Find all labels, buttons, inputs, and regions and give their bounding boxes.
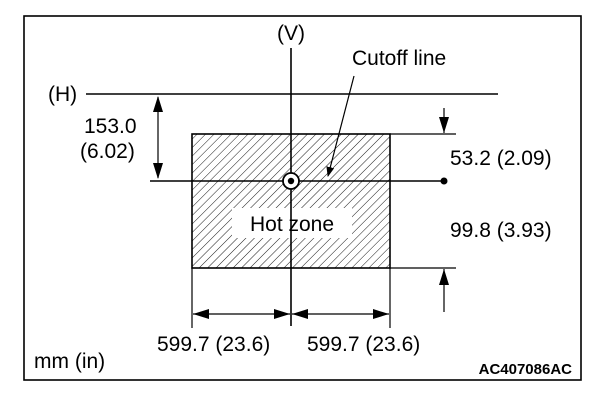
figure-code: AC407086AC <box>479 361 573 378</box>
dim-right-arrow-l <box>292 309 308 319</box>
dim-right-arrow-r <box>373 309 389 319</box>
cutoff-line-label: Cutoff line <box>352 47 446 70</box>
dim-53-arrow <box>439 117 449 133</box>
hot-zone-label-bg <box>232 208 352 238</box>
dim-153-inch: (6.02) <box>80 140 135 163</box>
dim-153-arrow-bottom <box>153 163 163 179</box>
dim-left-arrow-r <box>274 309 290 319</box>
right-dimension-dot <box>440 177 448 185</box>
outer-frame <box>23 15 582 381</box>
dim-left-width: 599.7 (23.6) <box>157 333 270 356</box>
dim-153-arrow-top <box>153 96 163 112</box>
dim-upper-zone: 53.2 (2.09) <box>450 147 552 170</box>
dim-99-arrow <box>439 269 449 285</box>
dim-right-width: 599.7 (23.6) <box>307 333 420 356</box>
hot-zone-label: Hot zone <box>250 213 334 236</box>
units-label: mm (in) <box>34 350 105 373</box>
cutoff-line-pointer <box>326 75 355 177</box>
vertical-axis-label: (V) <box>277 22 305 45</box>
dim-left-arrow-l <box>193 309 209 319</box>
dim-lower-zone: 99.8 (3.93) <box>450 219 552 242</box>
cutoff-point-inner <box>287 177 295 185</box>
horizontal-axis-label: (H) <box>48 83 77 106</box>
dim-153-value: 153.0 <box>84 115 137 138</box>
